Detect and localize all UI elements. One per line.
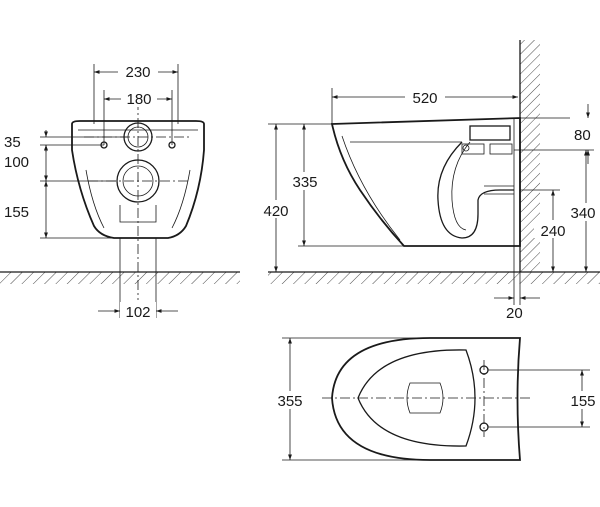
dim-bg-340 <box>567 203 600 221</box>
dim-bg-102 <box>120 302 156 320</box>
front-view: 230 180 35 100 155 102 <box>0 62 240 321</box>
dim-label-102: 102 <box>125 304 150 321</box>
fitting-bolt <box>462 144 470 152</box>
inlet-fitting-b <box>489 143 513 155</box>
dim-label-230: 230 <box>125 64 150 81</box>
side-floor-hatch <box>268 272 600 284</box>
dim-bg-355 <box>270 391 310 409</box>
dim-label-340: 340 <box>570 205 595 222</box>
dim-bg-420 <box>258 200 294 218</box>
dim-label-180: 180 <box>126 91 151 108</box>
dim-label-520: 520 <box>412 90 437 107</box>
top-seat-ring <box>357 349 476 447</box>
dim-label-155: 155 <box>4 204 29 221</box>
dim-label-355: 355 <box>277 393 302 410</box>
dim-label-100: 100 <box>4 154 29 171</box>
dim-label-35: 35 <box>4 134 21 151</box>
side-trap-inner <box>451 141 471 231</box>
front-bowl-outline <box>71 120 205 239</box>
dim-label-80: 80 <box>574 127 591 144</box>
dim-bg-230 <box>118 62 158 80</box>
dim-bg-155-top <box>566 391 600 409</box>
dim-bg-180 <box>121 89 157 107</box>
side-bowl-outline <box>330 117 521 247</box>
inlet-pipe <box>469 125 511 141</box>
dim-bg-520 <box>405 87 445 105</box>
side-trap <box>437 141 514 239</box>
top-view: 355 155 <box>270 337 600 461</box>
inlet-fitting-a <box>461 143 485 155</box>
dim-bg-335 <box>286 172 324 190</box>
dim-label-240: 240 <box>540 223 565 240</box>
dim-bg-240 <box>534 220 572 238</box>
front-inner-contour <box>85 169 191 229</box>
side-view: 520 420 335 80 240 340 20 <box>258 40 600 322</box>
dim-label-155-top: 155 <box>570 393 595 410</box>
dim-label-20: 20 <box>506 305 523 322</box>
side-bowl-front-curve <box>341 135 401 241</box>
dim-label-420: 420 <box>263 203 288 220</box>
wall-hatch <box>520 40 540 272</box>
top-bowl-opening <box>406 382 444 414</box>
top-bowl-outline <box>331 337 521 461</box>
dim-label-335: 335 <box>292 174 317 191</box>
